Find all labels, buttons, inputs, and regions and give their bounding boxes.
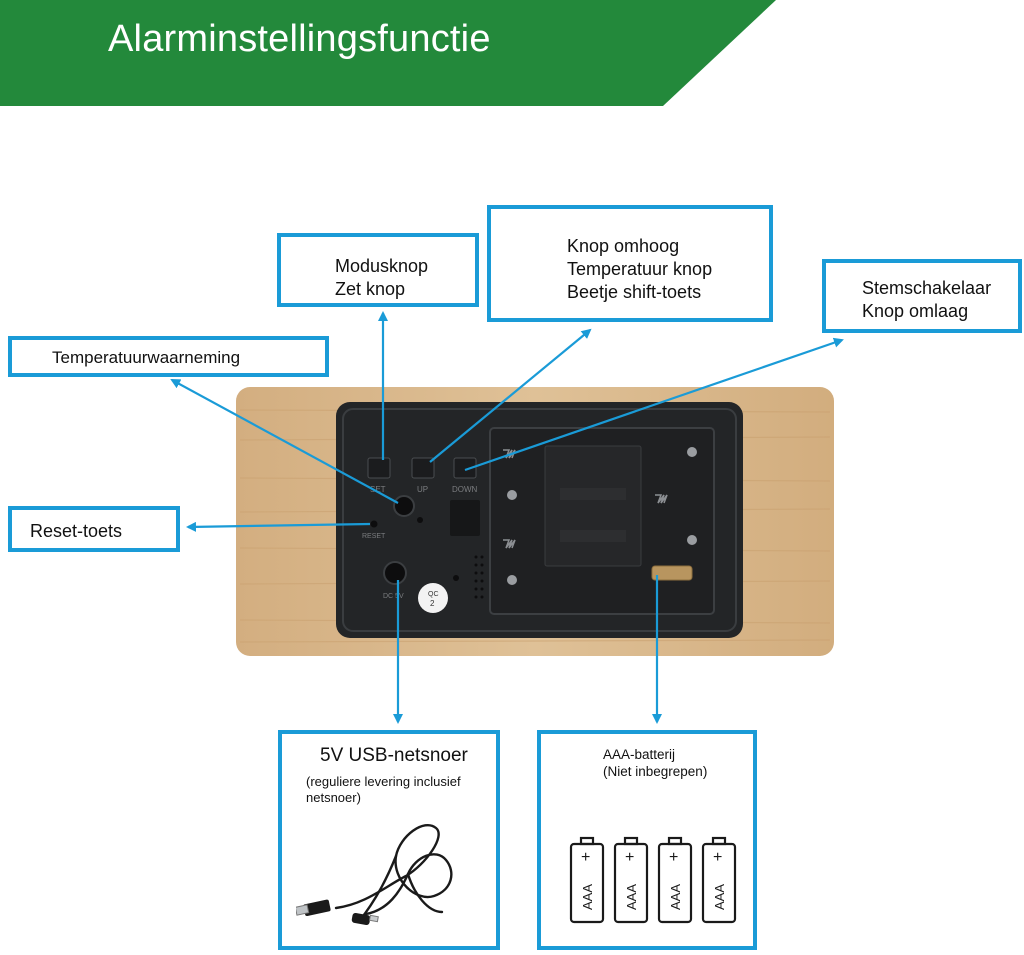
svg-text:+: + — [713, 849, 722, 866]
battery-compartment — [489, 427, 715, 615]
callout-temperature-label: Temperatuurwaarneming — [52, 348, 241, 367]
header-banner-shape — [0, 0, 776, 106]
callout-temperature-sensing: Temperatuurwaarneming — [8, 336, 329, 377]
callout-battery-note: (Niet inbegrepen) — [603, 764, 708, 779]
callout-usb-title: 5V USB-netsnoer — [320, 745, 468, 766]
callout-aaa-battery: AAA-batterij (Niet inbegrepen) +AAA+AAA+… — [537, 730, 757, 950]
arrow-voice — [464, 337, 844, 472]
aaa-battery-icon: + AAA — [613, 836, 649, 924]
aaa-battery-icon: + AAA — [569, 836, 605, 924]
up-button — [411, 457, 435, 479]
callout-mode-button: Modusknop Zet knop — [277, 233, 479, 307]
callout-arrows — [170, 311, 844, 724]
page-title: Alarminstellingsfunctie — [108, 18, 491, 60]
mic-hole — [453, 575, 459, 581]
qc-sticker: QC 2 — [418, 583, 448, 613]
aaa-battery-label: AAA — [712, 884, 727, 910]
panel-slot — [450, 500, 480, 536]
down-button — [453, 457, 477, 479]
callout-up-button: Knop omhoog Temperatuur knop Beetje shif… — [487, 205, 773, 322]
aaa-battery-label: AAA — [624, 884, 639, 910]
callout-voice-line1: Stemschakelaar — [862, 278, 992, 298]
callout-up-line2: Temperatuur knop — [567, 259, 713, 279]
callout-up-line1: Knop omhoog — [567, 236, 680, 256]
callout-reset-button: Reset-toets — [8, 506, 180, 552]
callout-mode-line2: Zet knop — [335, 279, 406, 299]
svg-text:+: + — [625, 849, 634, 866]
arrow-up — [429, 328, 592, 463]
aaa-battery-label: AAA — [668, 884, 683, 910]
up-button-label: UP — [417, 485, 428, 494]
svg-text:+: + — [669, 849, 678, 866]
reset-hole — [370, 520, 378, 528]
header-banner — [0, 0, 776, 106]
svg-text:2: 2 — [430, 599, 435, 608]
callout-mode-line1: Modusknop — [335, 256, 429, 276]
temperature-sensor — [393, 495, 415, 517]
small-hole — [417, 517, 423, 523]
arrow-temperature — [170, 379, 399, 504]
aaa-battery-label: AAA — [580, 884, 595, 910]
dc-port-label: DC 5V — [383, 593, 404, 600]
callout-usb-cable: 5V USB-netsnoer (reguliere levering incl… — [278, 730, 500, 950]
aaa-battery-icon: + AAA — [701, 836, 737, 924]
set-button — [367, 457, 391, 479]
reset-hole-label: RESET — [362, 533, 386, 540]
callout-usb-note: (reguliere levering inclusief netsnoer) — [306, 774, 461, 805]
dc-port — [383, 561, 407, 585]
callout-battery-title: AAA-batterij — [603, 747, 676, 762]
aaa-battery-icon: + AAA — [657, 836, 693, 924]
svg-text:+: + — [581, 849, 590, 866]
down-button-label: DOWN — [452, 485, 478, 494]
arrow-reset — [186, 521, 371, 532]
set-button-label: SET — [370, 485, 386, 494]
svg-text:QC: QC — [428, 591, 439, 598]
callout-voice-line2: Knop omlaag — [862, 301, 969, 321]
aaa-battery-icons: + AAA + AAA + AAA + AAA — [569, 836, 737, 924]
callout-up-line3: Beetje shift-toets — [567, 282, 702, 302]
usb-cable-icon — [296, 824, 453, 926]
speaker-grille — [474, 555, 484, 599]
callout-reset-label: Reset-toets — [30, 521, 123, 541]
callout-voice-switch: Stemschakelaar Knop omlaag — [822, 259, 1022, 333]
